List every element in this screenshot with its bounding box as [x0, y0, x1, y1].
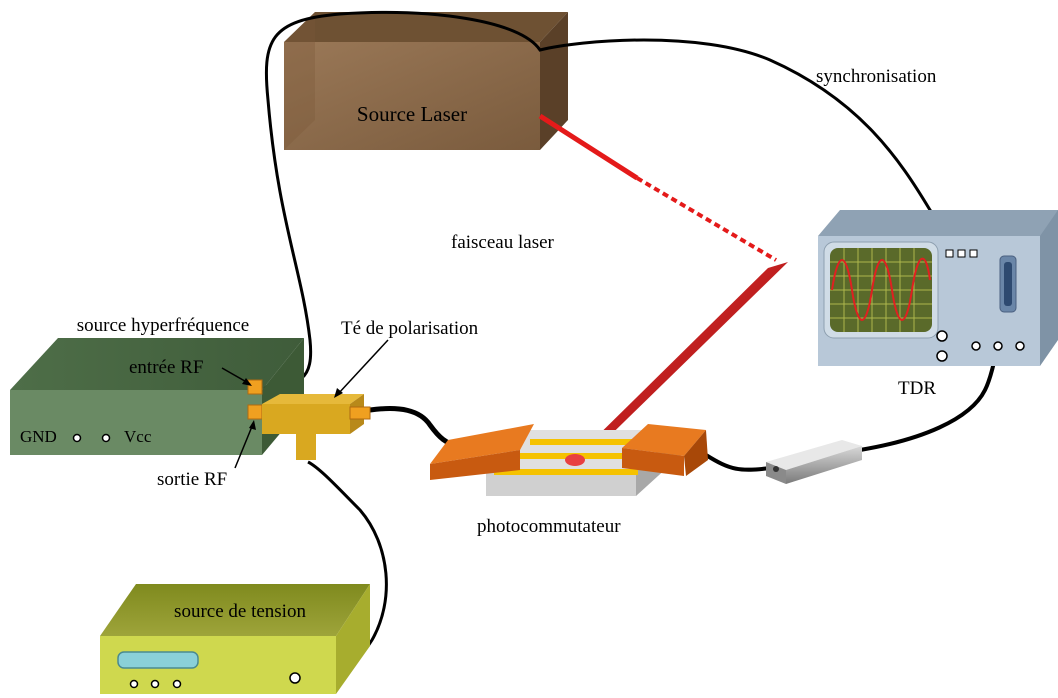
vcc-label: Vcc: [124, 427, 152, 446]
rf-output-label: sortie RF: [157, 469, 227, 490]
laser-beam: [538, 113, 788, 462]
gnd-label: GND: [20, 427, 57, 446]
gnd-terminal-icon: [72, 433, 82, 443]
rf-input-connector-icon: [247, 379, 263, 395]
rf-input-label: entrée RF: [129, 357, 203, 378]
microwave-source-box: source hyperfréquence GND Vcc entrée RF …: [10, 315, 304, 490]
photoswitch: photocommutateur: [430, 424, 708, 537]
laser-source-box: Source Laser: [284, 12, 568, 150]
synchronisation-label: synchronisation: [816, 66, 937, 87]
laser-beam-label: faisceau laser: [451, 232, 555, 253]
voltage-source-label: source de tension: [174, 601, 306, 622]
voltage-display: [117, 651, 199, 669]
probe: [766, 440, 862, 484]
laser-spot-icon: [565, 454, 585, 466]
photoswitch-label: photocommutateur: [477, 516, 621, 537]
laser-source-label: Source Laser: [357, 102, 467, 126]
voltage-source-box: source de tension: [100, 584, 370, 694]
bias-tee: Té de polarisation: [262, 318, 479, 460]
microwave-source-label: source hyperfréquence: [77, 315, 249, 336]
bias-tee-label: Té de polarisation: [341, 318, 479, 339]
tdr-instrument: TDR: [818, 210, 1058, 399]
rf-output-connector-icon: [247, 404, 263, 420]
tdr-label: TDR: [898, 378, 936, 399]
vcc-terminal-icon: [101, 433, 111, 443]
tdr-trace: [831, 257, 931, 321]
